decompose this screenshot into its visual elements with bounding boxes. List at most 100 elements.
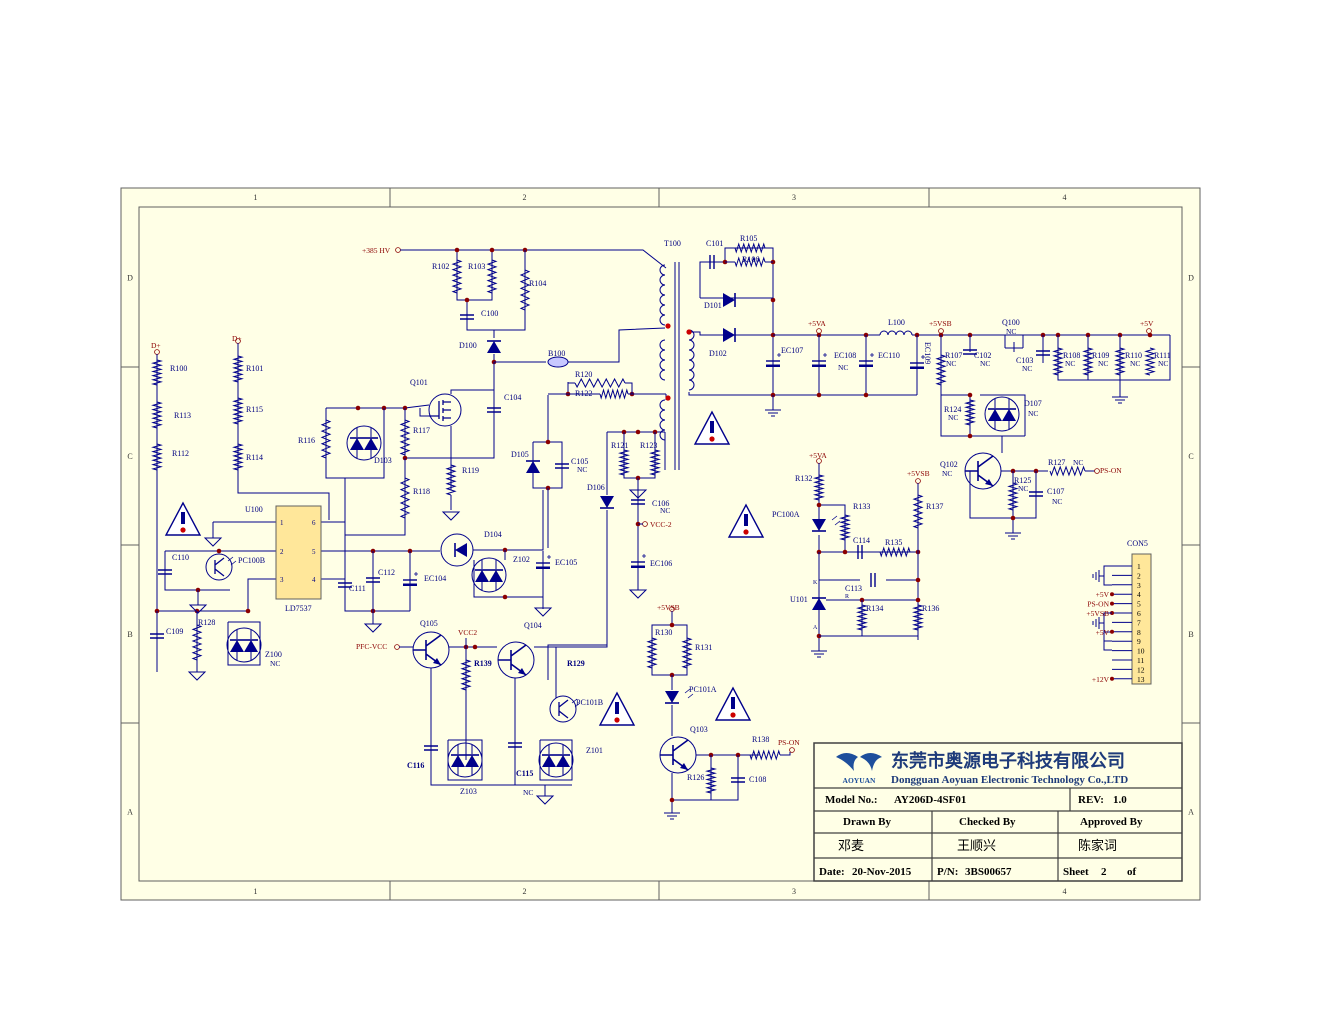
ref-d106: D106 xyxy=(587,483,605,492)
warning-icon-dot xyxy=(180,527,186,533)
capacitor-c103 xyxy=(1036,350,1050,356)
resistor-r139 xyxy=(460,659,472,691)
resistor-r126 xyxy=(705,767,717,794)
transistor-body xyxy=(660,739,689,771)
resistor-r134 xyxy=(856,604,868,631)
resistor-r127 xyxy=(1049,465,1086,477)
resistor-r137 xyxy=(912,494,924,529)
wire xyxy=(419,408,429,417)
wire xyxy=(940,335,1025,437)
zone-row-label: A xyxy=(127,808,133,817)
warning-icon-bar xyxy=(731,697,735,709)
opto-transistor xyxy=(558,699,569,719)
dual-diode-leads xyxy=(236,630,252,660)
connector-pin-number: 2 xyxy=(1137,571,1141,580)
model-label: Model No.: xyxy=(825,794,878,806)
wire-hv-rail xyxy=(400,249,667,269)
resistor-r120 xyxy=(574,377,626,389)
mosfet-body xyxy=(429,400,451,421)
junction-dot xyxy=(216,548,222,554)
ref-con5: CON5 xyxy=(1127,539,1148,548)
ref-r102: R102 xyxy=(432,262,449,271)
nc-label: NC xyxy=(1158,359,1168,368)
net-p5vsb-a: +5VSB xyxy=(929,319,952,328)
ref-r: R xyxy=(845,594,849,600)
capacitor-c102 xyxy=(963,349,977,355)
ref-d103: D103 xyxy=(374,456,392,465)
ref-r108: R108 xyxy=(1063,351,1080,360)
sheet-of-label: of xyxy=(1127,866,1137,878)
opto-light-arrows xyxy=(227,556,237,566)
ref-t100: T100 xyxy=(664,239,681,248)
mosfet-q101 xyxy=(428,393,462,427)
ref-c103: C103 xyxy=(1016,356,1033,365)
ref-z103: Z103 xyxy=(460,787,477,796)
zone-row-label: C xyxy=(1188,452,1193,461)
ref-r134: R134 xyxy=(866,604,883,613)
nc-label: NC xyxy=(1018,484,1028,493)
ref-r119: R119 xyxy=(462,466,479,475)
junction-dot xyxy=(915,597,921,603)
ref-r129: R129 xyxy=(567,659,585,668)
ref-r111: R111 xyxy=(1154,351,1171,360)
transistor-body xyxy=(498,644,527,676)
wire xyxy=(780,752,791,756)
nc-label: NC xyxy=(948,413,958,422)
transformer-winding xyxy=(659,399,666,441)
wire xyxy=(689,331,774,395)
capacitor-c104 xyxy=(487,407,501,413)
ref-r139: R139 xyxy=(474,659,492,668)
dual-diode-leads xyxy=(994,399,1010,429)
junction-dot xyxy=(967,433,973,439)
diode-d101 xyxy=(723,293,735,307)
ref-pin4: 4 xyxy=(312,576,316,584)
ground-q103 xyxy=(664,808,680,820)
winding-dot xyxy=(665,323,671,329)
ref-c113: C113 xyxy=(845,584,862,593)
polarity-plus xyxy=(642,554,646,558)
nc-label: NC xyxy=(1028,409,1038,418)
diode-d105 xyxy=(526,461,540,473)
junction-dot xyxy=(816,502,822,508)
resistor-r130 xyxy=(646,637,658,669)
wire xyxy=(473,560,544,609)
ref-r109: R109 xyxy=(1092,351,1109,360)
connector-pin-number: 6 xyxy=(1137,609,1141,618)
zone-row-label: C xyxy=(127,452,132,461)
wire xyxy=(980,394,1026,436)
capacitor-c110 xyxy=(158,569,172,575)
approved-by-name: 陈家词 xyxy=(1078,838,1117,854)
connector-net-port xyxy=(1110,676,1114,681)
nc-label: NC xyxy=(523,788,533,797)
nc-label: NC xyxy=(1065,359,1075,368)
ref-r103: R103 xyxy=(468,262,485,271)
ref-pc101b: PC101B xyxy=(576,698,603,707)
ref-r125: R125 xyxy=(1014,476,1031,485)
net-port xyxy=(1146,328,1152,334)
ref-pin1: 1 xyxy=(280,519,284,527)
resistor-r110 xyxy=(1114,347,1126,376)
part-number-label: P/N: xyxy=(937,866,958,878)
ref-r123: R123 xyxy=(640,441,657,450)
dual-diode-a xyxy=(542,755,556,767)
capacitor-c115 xyxy=(508,742,522,748)
ground-r121 xyxy=(628,489,648,499)
electrolytic-plate xyxy=(403,583,417,586)
opto-light-arrows xyxy=(571,698,581,708)
nc-label: NC xyxy=(270,659,280,668)
ref-r122: R122 xyxy=(575,389,592,398)
junction-dot xyxy=(842,549,848,555)
ref-q104: Q104 xyxy=(524,621,542,630)
dual-diode-b xyxy=(364,438,378,450)
junction-dot xyxy=(967,392,973,398)
zone-row-label: D xyxy=(1188,274,1194,283)
electrolytic-plate xyxy=(812,364,826,367)
capacitor-c111 xyxy=(338,582,352,588)
connector-net-label: PS-ON xyxy=(1087,600,1109,609)
polarity-plus xyxy=(870,353,874,357)
emitter-arrow xyxy=(985,479,993,486)
